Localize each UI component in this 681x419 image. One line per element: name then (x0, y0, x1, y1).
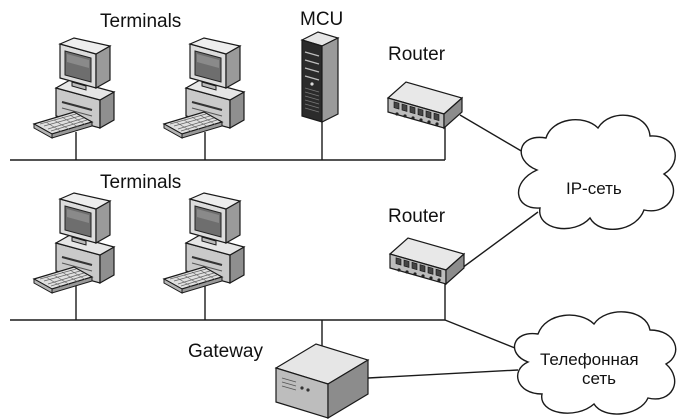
terminals-bottom-label: Terminals (100, 172, 182, 193)
mcu-label: MCU (300, 9, 344, 30)
gateway-icon (274, 343, 370, 419)
router-top-icon (387, 81, 463, 129)
ip-network-cloud (517, 114, 676, 231)
router-top-label: Router (388, 44, 446, 65)
terminal-bottom-1-icon (33, 192, 115, 294)
phone-network-label-line1: Телефонная (540, 350, 639, 369)
phone-network-label-line2: сеть (582, 369, 617, 388)
gateway-label: Gateway (188, 341, 263, 362)
router-bottom-icon (389, 237, 465, 285)
terminals-top-label: Terminals (100, 11, 182, 32)
ip-network-label: IP-сеть (566, 179, 622, 198)
terminal-bottom-2-icon (163, 192, 245, 294)
router-bottom-label: Router (388, 206, 446, 227)
terminal-top-1-icon (33, 37, 115, 139)
terminal-top-2-icon (163, 37, 245, 139)
mcu-server-icon (300, 31, 340, 123)
phone-network-cloud (513, 311, 677, 415)
network-lines (10, 114, 541, 379)
